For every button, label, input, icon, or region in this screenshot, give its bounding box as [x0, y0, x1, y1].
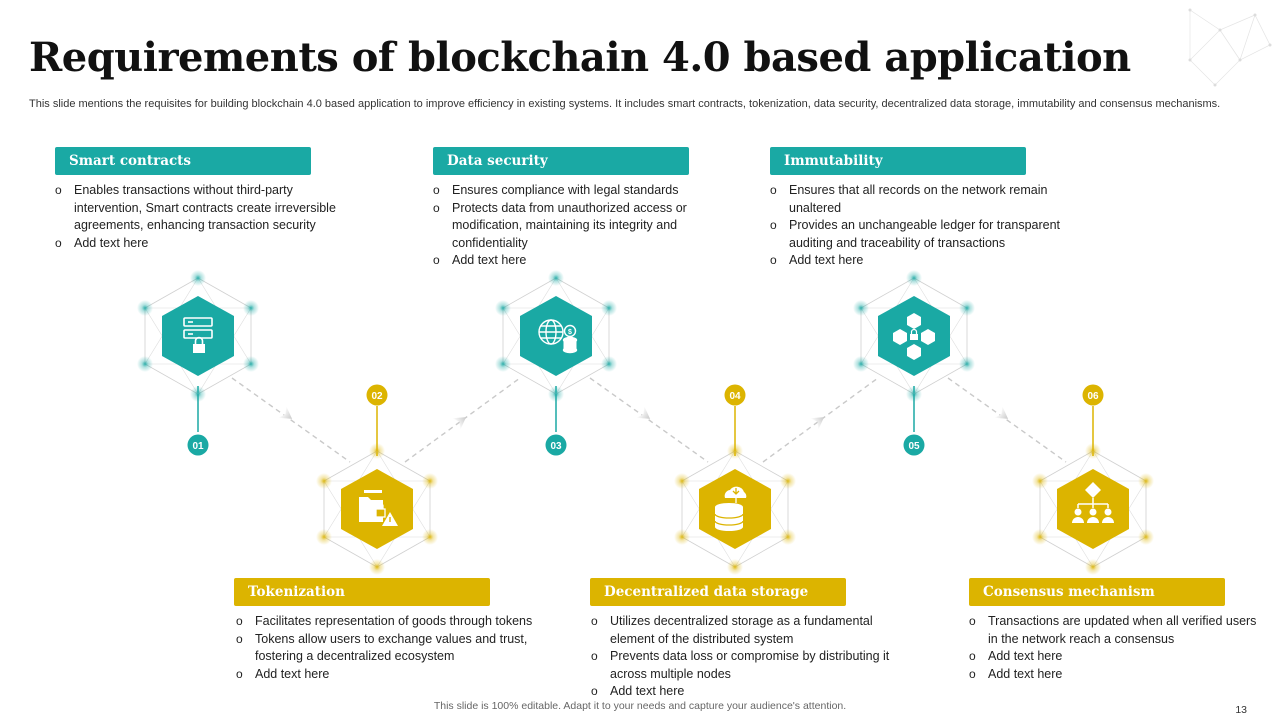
bullet-item: Protects data from unauthorized access o… — [433, 200, 733, 253]
bullet-item: Add text here — [55, 235, 355, 253]
page-subtitle: This slide mentions the requisites for b… — [29, 98, 1221, 110]
bullet-item: Provides an unchangeable ledger for tran… — [770, 217, 1100, 252]
data-security-header: Data security — [433, 147, 689, 175]
bullet-item: Ensures compliance with legal standards — [433, 182, 733, 200]
chevron-arrow-icon — [452, 417, 467, 430]
page-title: Requirements of blockchain 4.0 based app… — [29, 34, 1131, 81]
globe-database-icon: $ — [538, 319, 578, 354]
smart-contracts-header: Smart contracts — [55, 147, 311, 175]
bullet-item: Add text here — [969, 666, 1269, 684]
server-lock-icon — [183, 317, 213, 353]
bullet-item: Add text here — [770, 252, 1100, 270]
consensus-mechanism-header: Consensus mechanism — [969, 578, 1225, 606]
immutability-header: Immutability — [770, 147, 1026, 175]
network-decoration — [1188, 8, 1272, 87]
folder-lock-warning-icon — [359, 490, 398, 526]
bullet-item: Add text here — [969, 648, 1269, 666]
step-number: 01 — [192, 441, 204, 452]
step-04-node: 04 — [674, 384, 796, 575]
step-number: 04 — [729, 391, 741, 402]
chevron-arrow-icon — [810, 417, 825, 430]
chevron-arrow-icon — [994, 406, 1009, 419]
immutability-list: Ensures that all records on the network … — [770, 182, 1100, 270]
bullet-item: Add text here — [591, 683, 916, 701]
step-number: 06 — [1087, 391, 1099, 402]
chevron-arrows — [278, 406, 1009, 430]
step-03-node: $ 03 — [495, 270, 617, 456]
smart-contracts-list: Enables transactions without third-party… — [55, 182, 355, 252]
tokenization-header: Tokenization — [234, 578, 490, 606]
step-number: 03 — [550, 441, 562, 452]
decentralized-data-storage-list: Utilizes decentralized storage as a fund… — [591, 613, 916, 701]
bullet-item: Ensures that all records on the network … — [770, 182, 1100, 217]
bullet-item: Add text here — [433, 252, 733, 270]
network-users-icon — [1072, 482, 1114, 523]
bullet-item: Enables transactions without third-party… — [55, 182, 355, 235]
zigzag-connector — [231, 377, 1067, 463]
decentralized-data-storage-header: Decentralized data storage — [590, 578, 846, 606]
chevron-arrow-icon — [636, 406, 651, 419]
footer-note: This slide is 100% editable. Adapt it to… — [433, 700, 847, 712]
step-number: 02 — [371, 391, 383, 402]
cloud-database-icon — [714, 486, 747, 531]
blockchain-cubes-icon — [893, 313, 935, 360]
page-number: 13 — [1235, 704, 1247, 716]
bullet-item: Facilitates representation of goods thro… — [236, 613, 554, 631]
svg-text:$: $ — [568, 329, 572, 336]
bullet-item: Add text here — [236, 666, 554, 684]
chevron-arrow-icon — [278, 406, 293, 419]
step-05-node: 05 — [853, 270, 975, 456]
bullet-item: Prevents data loss or compromise by dist… — [591, 648, 916, 683]
tokenization-list: Facilitates representation of goods thro… — [236, 613, 554, 683]
bullet-item: Transactions are updated when all verifi… — [969, 613, 1269, 648]
step-01-node: 01 — [137, 270, 259, 456]
step-06-node: 06 — [1032, 384, 1154, 575]
step-02-node: 02 — [316, 384, 438, 575]
consensus-mechanism-list: Transactions are updated when all verifi… — [969, 613, 1269, 683]
step-number: 05 — [908, 441, 920, 452]
bullet-item: Utilizes decentralized storage as a fund… — [591, 613, 916, 648]
data-security-list: Ensures compliance with legal standards … — [433, 182, 733, 270]
bullet-item: Tokens allow users to exchange values an… — [236, 631, 554, 666]
